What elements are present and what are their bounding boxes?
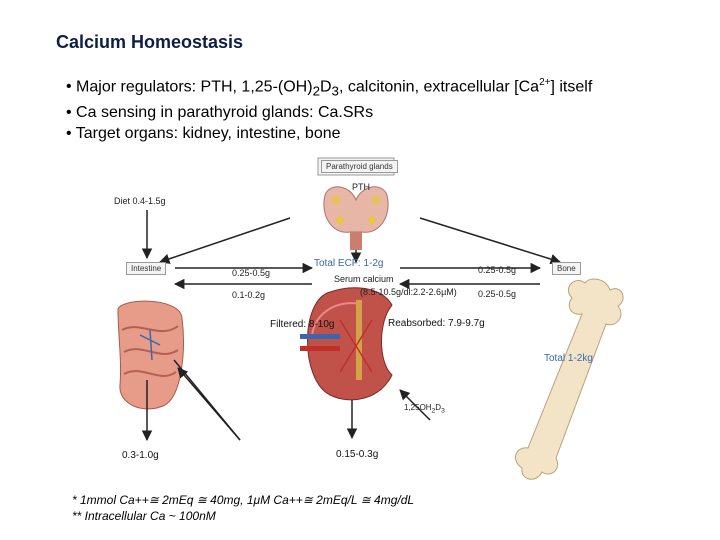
footnotes: * 1mmol Ca++≅ 2mEq ≅ 40mg, 1μM Ca++≅ 2mE… [72,492,414,524]
serum-calcium-label: Serum calcium [334,274,394,284]
bullet-regulators-text: Major regulators: PTH, 1,25-(OH) [76,78,313,96]
subscript: 2 [431,407,436,415]
intestine-label: Intestine [126,262,167,275]
kidney-illustration [300,287,393,401]
bullet-list: Major regulators: PTH, 1,25-(OH)2D3, cal… [66,72,593,144]
subscript: 3 [331,83,339,99]
reabsorption-arrows [339,319,373,373]
bullet-regulators-end: ] itself [550,78,593,96]
intestine-secretion-label: 0.1-0.2g [232,290,266,300]
bone-resorption-label: 0.25-0.5g [478,289,517,299]
reabsorbed-label: Reabsorbed: 7.9-9.7g [388,318,485,329]
subscript: 2 [312,83,320,99]
bullet-regulators: Major regulators: PTH, 1,25-(OH)2D3, cal… [66,72,592,102]
diet-label: Diet 0.4-1.5g [114,196,166,206]
bullet-ca-sensing: Ca sensing in parathyroid glands: Ca.SRs [66,102,592,123]
total-ecf-label: Total ECF: 1-2g [314,258,384,269]
serum-range-value: (8.5-10.5g/dl:2.2-2.6 [360,287,442,297]
pth-label: PTH [352,182,370,192]
bone-illustration [514,278,624,480]
vitamin-d-text: 1,25OH [404,403,432,412]
bone-deposit-label: 0.25-0.5g [478,265,517,275]
filtered-label: Filtered: 8-10g [270,319,335,330]
page-title: Calcium Homeostasis [56,32,244,52]
vitamin-d-label: 1,25OH2D3 [404,403,445,415]
total-bone-label: Total 1-2kg [544,353,593,364]
parathyroid-glands-label: Parathyroid glands [321,160,398,173]
intestine-absorption-label: 0.25-0.5g [232,268,271,278]
serum-range-label: (8.5-10.5g/dl:2.2-2.6μM) [360,287,457,297]
vitamin-d-mid: D [435,403,442,412]
serum-range-unit: μM) [441,287,457,297]
bone-label: Bone [552,262,581,275]
bullet-regulators-suffix: , calcitonin, extracellular [Ca [338,78,540,96]
flow-arrows [141,210,562,442]
fecal-excretion-label: 0.3-1.0g [122,450,159,461]
footnote-intracellular: ** Intracellular Ca ~ 100nM [72,509,216,523]
bullet-regulators-mid: D [319,78,332,96]
bullet-target-organs: Target organs: kidney, intestine, bone [66,123,592,144]
superscript: 2+ [539,77,551,88]
intestine-illustration [117,300,184,410]
urinary-excretion-label: 0.15-0.3g [336,449,379,460]
subscript: 3 [441,407,445,415]
footnote-conversion: * 1mmol Ca++≅ 2mEq ≅ 40mg, 1μM Ca++≅ 2mE… [72,493,415,507]
